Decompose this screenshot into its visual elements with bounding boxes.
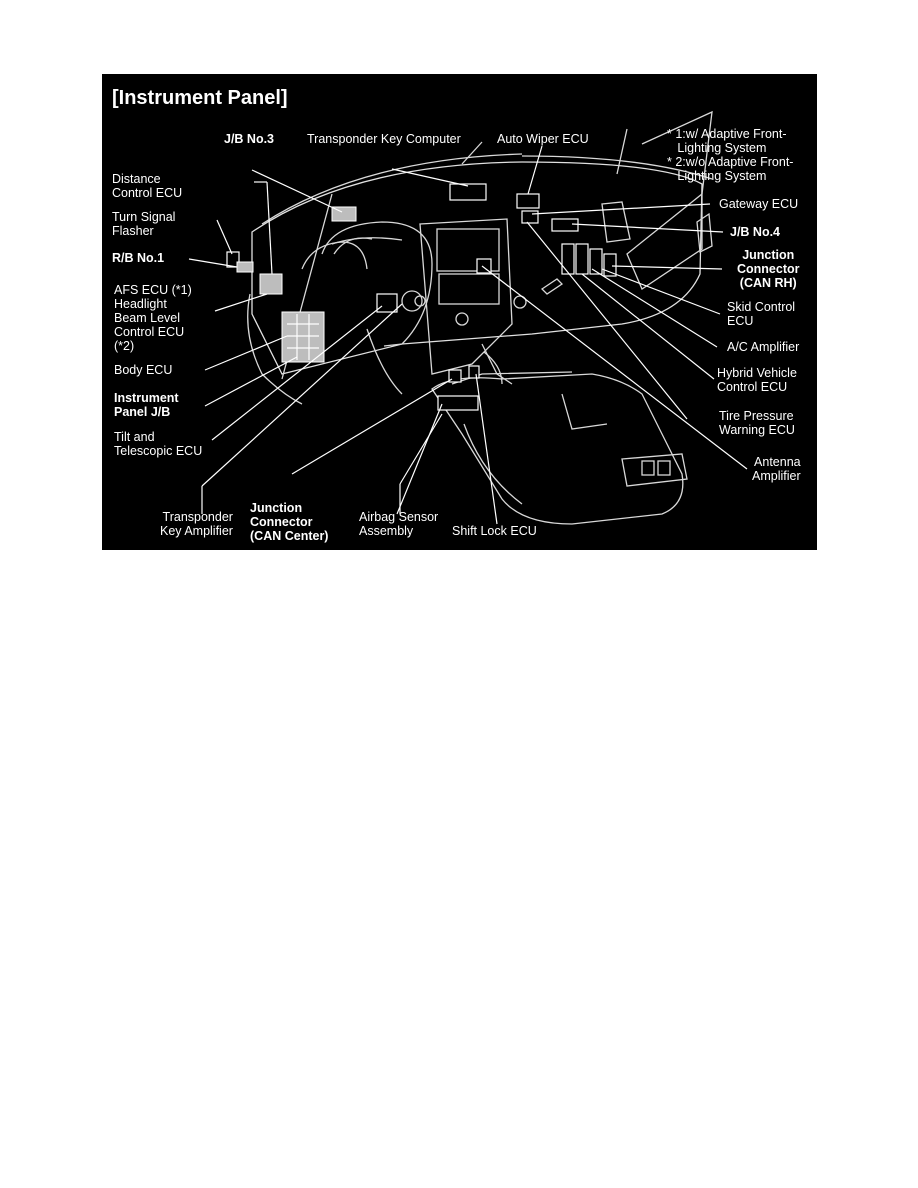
component-distance-control-ecu	[259, 273, 283, 295]
left-door-panel	[247, 293, 403, 405]
label-jb4: J/B No.4	[730, 225, 781, 239]
label-jb3: J/B No.3	[224, 132, 275, 146]
label-transponder-key-computer: Transponder Key Computer	[307, 132, 461, 146]
component-rb1	[236, 261, 254, 273]
label-body-ecu: Body ECU	[114, 363, 173, 377]
instrument-cluster	[301, 237, 373, 270]
component-junction-connector-rh	[561, 243, 617, 277]
label-shift-lock-ecu: Shift Lock ECU	[452, 524, 537, 538]
component-shift-lock-ecu	[468, 365, 480, 379]
label-junction-connector-rh: Junction Connector (CAN RH)	[737, 248, 800, 290]
label-tire-pressure-warning-ecu: Tire Pressure Warning ECU	[719, 409, 795, 437]
component-jb4	[551, 218, 579, 232]
label-note-1: * 1:w/ Adaptive Front- Lighting System	[667, 127, 787, 155]
component-transponder-key-computer	[449, 183, 487, 201]
component-gateway-ecu	[521, 210, 539, 224]
center-stack	[419, 218, 527, 385]
component-instrument-panel-jb	[281, 311, 325, 363]
label-junction-connector-center: Junction Connector (CAN Center)	[250, 501, 329, 543]
label-note-2: * 2:w/o Adaptive Front- Lighting System	[667, 155, 794, 183]
label-afs-ecu: AFS ECU (*1) Headlight Beam Level Contro…	[114, 283, 192, 353]
label-rb1: R/B No.1	[112, 251, 165, 265]
instrument-panel-drawing	[188, 110, 748, 525]
label-airbag-sensor-assembly: Airbag Sensor Assembly	[359, 510, 439, 538]
label-auto-wiper-ecu: Auto Wiper ECU	[497, 132, 589, 146]
label-hybrid-vehicle-control-ecu: Hybrid Vehicle Control ECU	[717, 366, 797, 394]
component-auto-wiper-ecu	[516, 193, 540, 209]
label-ac-amplifier: A/C Amplifier	[727, 340, 800, 354]
label-gateway-ecu: Gateway ECU	[719, 197, 799, 211]
label-tilt-telescopic-ecu: Tilt and Telescopic ECU	[114, 430, 203, 458]
component-tilt-telescopic-ecu	[376, 293, 398, 313]
label-turn-signal-flasher: Turn Signal Flasher	[112, 210, 176, 238]
diagram-panel: [Instrument Panel] J/B No.3 Transponder …	[102, 74, 817, 550]
diagram-title: [Instrument Panel]	[112, 87, 288, 109]
label-distance-control-ecu: Distance Control ECU	[112, 172, 183, 200]
label-skid-control-ecu: Skid Control ECU	[727, 300, 796, 328]
component-turn-signal-flasher	[226, 251, 240, 268]
leader-lines	[188, 145, 748, 525]
right-side-panel	[540, 192, 713, 295]
label-transponder-key-amplifier: Transponder Key Amplifier	[160, 510, 233, 538]
label-antenna-amplifier: Antenna Amplifier	[752, 455, 801, 483]
label-instrument-panel-jb: Instrument Panel J/B	[114, 391, 179, 419]
component-airbag-sensor	[437, 395, 479, 411]
center-console	[431, 371, 688, 525]
